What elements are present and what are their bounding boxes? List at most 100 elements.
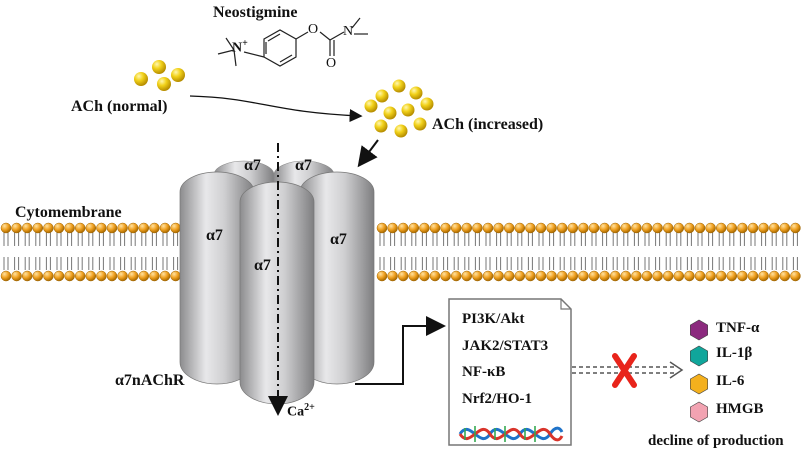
ach-increased-label: ACh (increased) [432,116,544,133]
lipid-head [631,222,642,234]
lipid-tail [708,232,714,246]
lipid-head [737,222,748,234]
lipid-head [790,222,801,234]
cytokine-label: IL-6 [716,373,745,389]
neostigmine-structure [217,17,368,67]
lipid-head [408,270,420,282]
cytokine-hexagon-icon [689,319,709,341]
atom-charge: + [242,38,248,49]
lipid-head [588,270,600,282]
lipid-tail [151,232,157,246]
receptor-name-label: α7nAChR [115,372,185,389]
ach-molecule [401,103,415,117]
lipid-tail [390,257,396,270]
ach-molecule [413,117,427,131]
ach-binding-arrow [357,139,379,168]
lipid-tail [88,232,94,246]
lipid-head [620,270,632,282]
subunit-label: α7 [206,227,223,244]
pathway-item: JAK2/STAT3 [462,338,549,354]
atom-n: N [232,40,243,56]
lipid-head [96,222,107,234]
calcium-ion-label: Ca2+ [287,402,315,421]
lipid-head [609,270,621,282]
lipid-tail [718,257,724,270]
lipid-head [535,222,547,234]
lipid-tail [527,257,533,270]
cytokine-hexagon-icon [689,373,709,395]
lipid-tail [14,257,20,270]
lipid-head [662,270,674,282]
structure-carbonyl-o: O [326,56,337,71]
lipid-head [694,270,706,282]
lipid-head [556,270,568,282]
cytokine-label: TNF-α [716,320,760,336]
lipid-tail [623,232,629,246]
lipid-head [117,222,128,234]
lipid-tail [464,232,470,246]
lipid-tail [538,257,544,270]
lipid-tail [173,257,179,270]
lipid-tail [602,257,608,270]
lipid-tail [633,257,639,270]
cytokine-hexagon-icon [689,401,709,423]
lipid-head [408,222,420,234]
lipid-head [85,222,97,234]
lipid-head [472,270,483,282]
ach-molecule [134,72,148,86]
lipid-tail [432,232,438,246]
lipid-head [43,270,54,282]
lipid-head [397,222,409,234]
lipid-tail [665,232,671,246]
lipid-head [514,270,526,282]
lipid-tail [718,232,724,246]
lipid-head [578,270,589,282]
lipid-head [662,222,674,234]
lipid-head [64,270,75,282]
lipid-tail [549,232,555,246]
lipid-tail [464,257,470,270]
ach-normal-cluster [134,60,185,91]
lipid-head [588,222,600,234]
lipid-tail [432,257,438,270]
lipid-head [503,270,515,282]
lipid-head [525,222,536,234]
lipid-head [397,270,409,282]
lipid-head [127,222,139,234]
subunit-label: α7 [330,231,347,248]
cytokine-label: HMGB [716,401,764,417]
lipid-tail [162,257,168,270]
lipid-tail [24,232,30,246]
lipid-tail [98,257,104,270]
lipid-head [652,222,663,234]
ach-molecule [375,89,389,103]
ach-molecule [364,99,378,113]
lipid-tail [109,232,115,246]
lipid-tail [570,232,576,246]
lipid-tail [45,232,51,246]
lipid-head [535,270,547,282]
lipid-head [32,222,44,234]
ach-molecule [157,77,171,91]
lipid-head [631,270,642,282]
lipid-head [673,222,685,234]
lipid-head [429,222,441,234]
lipid-tail [485,257,491,270]
lipid-head [705,270,716,282]
lipid-tail [655,232,661,246]
lipid-tail [88,257,94,270]
lipid-tail [379,232,385,246]
ach-molecule [409,86,423,100]
lipid-head [758,222,769,234]
lipid-tail [750,232,756,246]
lipid-tail [729,232,735,246]
lipid-head [525,270,536,282]
lipid-head [599,270,610,282]
lipid-head [609,222,621,234]
ach-molecule [392,79,406,93]
lipid-head [376,222,388,234]
lipid-tail [602,232,608,246]
lipid-tail [453,232,459,246]
ach-molecule [171,68,185,82]
